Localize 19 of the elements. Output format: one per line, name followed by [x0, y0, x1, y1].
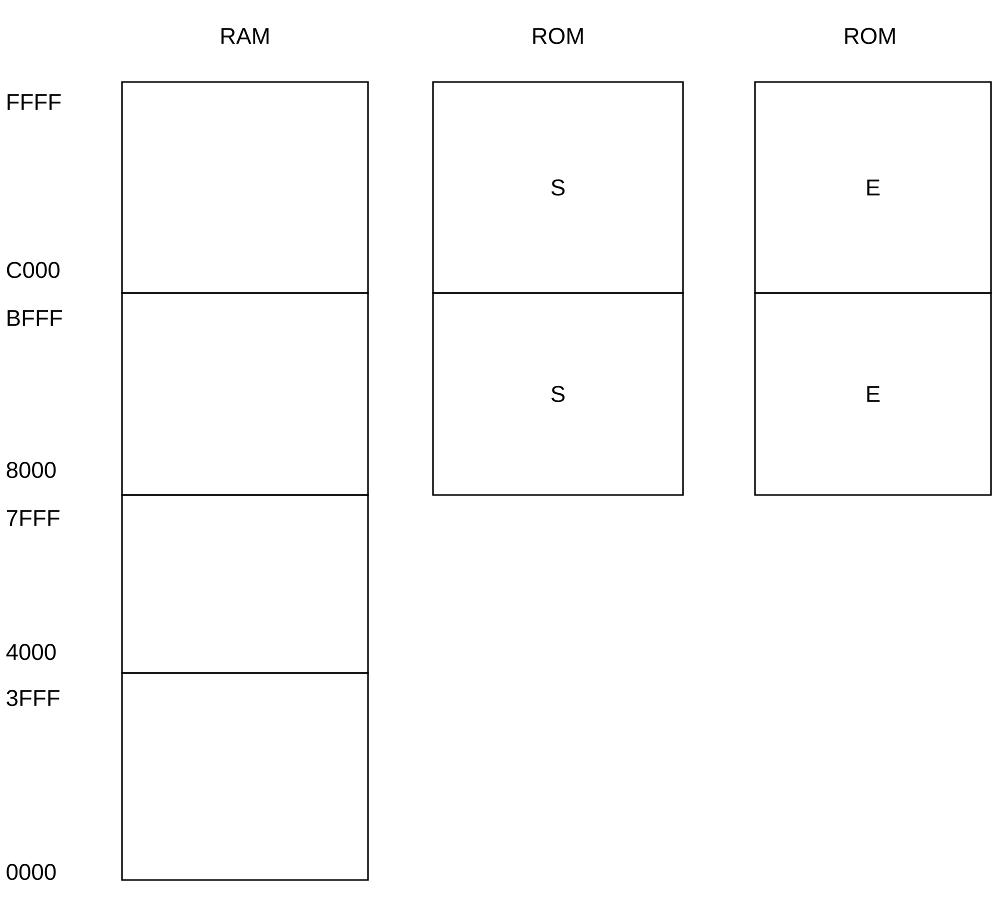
column-heading: ROM — [845, 28, 895, 44]
memory-block — [121, 292, 369, 496]
address-label: FFFF — [8, 94, 61, 110]
address-label: 8000 — [6, 462, 56, 478]
memory-block — [121, 494, 369, 674]
memory-block: S — [432, 292, 684, 496]
memory-block — [121, 672, 369, 881]
memory-block — [121, 81, 369, 294]
memory-block: E — [754, 292, 992, 496]
address-label: BFFF — [8, 310, 62, 326]
column-heading: ROM — [533, 28, 583, 44]
address-label: 7FFF — [6, 510, 60, 526]
address-label: 0000 — [6, 864, 56, 880]
memory-block: S — [432, 81, 684, 294]
memory-block: E — [754, 81, 992, 294]
address-label: 4000 — [6, 644, 56, 660]
address-label: C000 — [6, 262, 60, 278]
column-heading: RAM — [222, 28, 269, 44]
address-label: 3FFF — [6, 690, 60, 706]
